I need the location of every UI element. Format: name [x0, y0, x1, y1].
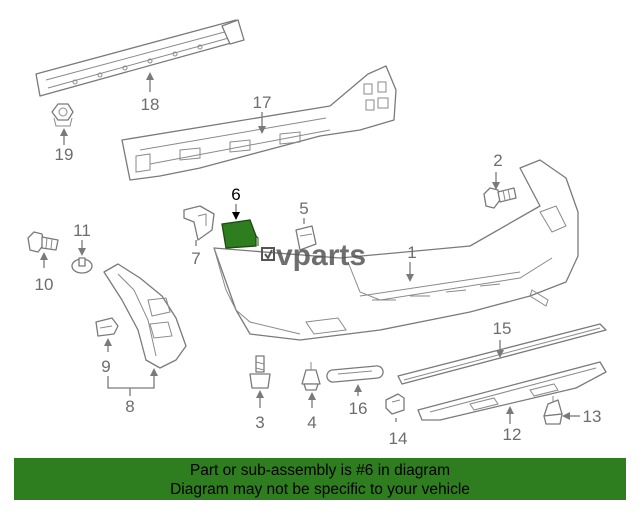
callout-16[interactable]: 16 — [349, 399, 368, 418]
callout-11[interactable]: 11 — [73, 221, 91, 240]
callout-5[interactable]: 5 — [299, 199, 308, 218]
callout-17[interactable]: 17 — [253, 93, 272, 112]
part-17-energy-absorber[interactable] — [121, 65, 397, 181]
arrow-11 — [78, 248, 86, 256]
part-14-clip[interactable] — [385, 393, 405, 415]
callout-14[interactable]: 14 — [389, 429, 408, 448]
part-16-reflector[interactable] — [326, 365, 384, 383]
arrow-3 — [256, 390, 264, 398]
part-12-protector[interactable] — [417, 361, 607, 421]
arrow-9 — [104, 338, 112, 346]
leader-8 — [107, 374, 155, 396]
callout-7[interactable]: 7 — [191, 249, 200, 268]
part-9-clip[interactable] — [95, 317, 119, 337]
arrow-15 — [496, 350, 504, 358]
callout-18[interactable]: 18 — [141, 95, 160, 114]
part-2-bolt[interactable] — [483, 187, 517, 209]
arrow-19 — [60, 128, 68, 136]
callout-9[interactable]: 9 — [101, 357, 110, 376]
arrow-13 — [562, 412, 570, 420]
arrow-17 — [258, 126, 266, 134]
part-7-side-bracket[interactable] — [183, 205, 215, 241]
callout-10[interactable]: 10 — [35, 275, 54, 294]
arrow-4 — [308, 392, 316, 400]
arrow-12 — [506, 406, 514, 414]
arrow-8 — [150, 368, 158, 376]
arrow-6 — [232, 212, 240, 220]
part-1-bumper-cover[interactable] — [213, 159, 579, 341]
part-3-bolt[interactable] — [249, 355, 271, 389]
arrow-1 — [406, 274, 414, 282]
callout-12[interactable]: 12 — [503, 425, 522, 444]
callout-19[interactable]: 19 — [55, 145, 74, 164]
callout-3[interactable]: 3 — [255, 413, 264, 432]
arrow-2 — [492, 182, 500, 190]
part-10-bolt[interactable] — [27, 231, 59, 253]
part-11-clip[interactable] — [71, 257, 93, 274]
arrow-10 — [40, 252, 48, 260]
arrow-16 — [354, 384, 362, 392]
banner-line-1: Part or sub-assembly is #6 in diagram — [189, 462, 451, 479]
callout-1[interactable]: 1 — [407, 243, 416, 262]
watermark-text: vparts — [276, 239, 366, 272]
banner-line-2: Diagram may not be specific to your vehi… — [170, 481, 470, 498]
info-banner: Part or sub-assembly is #6 in diagram Di… — [14, 458, 626, 500]
part-4-clip[interactable] — [301, 362, 321, 391]
exploded-parts-diagram: 18 19 17 2 1 — [27, 19, 607, 448]
part-19-nut[interactable] — [51, 103, 74, 127]
part-6-bracket-highlighted[interactable] — [221, 219, 259, 249]
callout-13[interactable]: 13 — [583, 407, 602, 426]
part-18-reinforcement-bar[interactable] — [35, 19, 245, 97]
callout-8[interactable]: 8 — [125, 397, 134, 416]
callout-2[interactable]: 2 — [493, 151, 502, 170]
part-5-retainer[interactable] — [295, 225, 317, 251]
part-13-clip[interactable] — [543, 396, 563, 425]
callout-4[interactable]: 4 — [307, 413, 316, 432]
arrow-18 — [146, 72, 154, 80]
vparts-watermark-logo: vparts — [261, 239, 366, 272]
callout-15[interactable]: 15 — [493, 319, 512, 338]
callout-6[interactable]: 6 — [231, 185, 240, 204]
part-mud-flap[interactable] — [103, 263, 187, 369]
